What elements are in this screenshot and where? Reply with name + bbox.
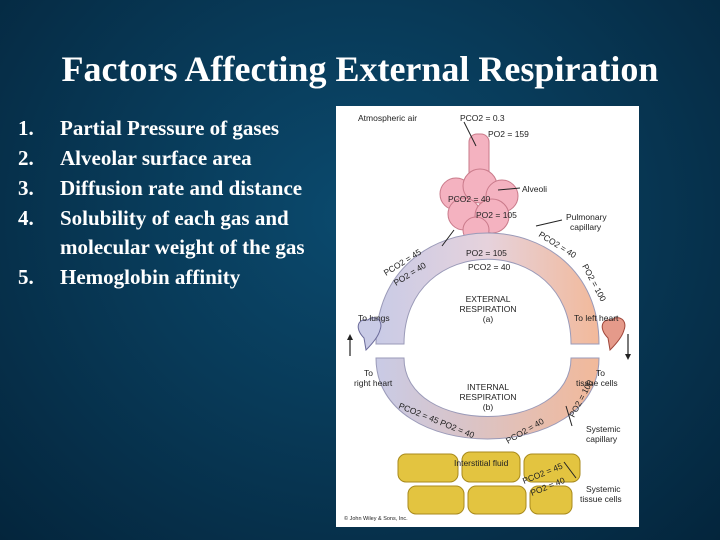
external-label-3: (a) xyxy=(483,314,494,324)
to-right-heart-1: To xyxy=(364,368,373,378)
item-text: Solubility of each gas and molecular wei… xyxy=(60,206,305,259)
left-heart-icon xyxy=(601,317,631,360)
atmospheric-air-label: Atmospheric air xyxy=(358,113,417,123)
list-item: 3. Diffusion rate and distance xyxy=(18,174,328,203)
factor-list: 1. Partial Pressure of gases 2. Alveolar s… xyxy=(18,114,328,293)
copyright-label: © John Wiley & Sons, Inc. xyxy=(344,515,408,522)
systemic-capillary-2: capillary xyxy=(586,434,618,444)
mid-po2-label: PO2 = 105 xyxy=(466,248,507,258)
internal-label-3: (b) xyxy=(483,402,494,412)
item-number: 1. xyxy=(18,116,34,140)
external-label-2: RESPIRATION xyxy=(460,304,517,314)
to-tissue-1: To xyxy=(596,368,605,378)
to-left-heart-label: To left heart xyxy=(574,313,619,323)
internal-label-2: RESPIRATION xyxy=(460,392,517,402)
item-text: Diffusion rate and distance xyxy=(60,176,303,200)
interstitial-label: Interstitial fluid xyxy=(454,458,509,468)
arrow-line xyxy=(563,461,577,479)
alv-po2-label: PO2 = 105 xyxy=(476,210,517,220)
respiration-diagram-svg: Atmospheric air PCO2 = 0.3 PO2 = 159 Alv… xyxy=(344,113,631,522)
arrow-line xyxy=(565,405,573,427)
alveoli-label: Alveoli xyxy=(522,184,547,194)
alveoli-cluster xyxy=(439,133,519,244)
respiration-diagram: Atmospheric air PCO2 = 0.3 PO2 = 159 Alv… xyxy=(336,106,639,527)
slide-title: Factors Affecting External Respiration xyxy=(61,49,659,89)
pulmonary-capillary-vessel xyxy=(375,232,600,345)
item-text: Alveolar surface area xyxy=(60,146,252,170)
systemic-tissue-2: tissue cells xyxy=(580,494,622,504)
list-item: 4. Solubility of each gas and molecular w… xyxy=(18,204,328,262)
capillary-label: capillary xyxy=(570,222,602,232)
item-number: 3. xyxy=(18,176,34,200)
list-item: 1. Partial Pressure of gases xyxy=(18,114,328,143)
item-text: Partial Pressure of gases xyxy=(60,116,280,140)
list-item: 5. Hemoglobin affinity xyxy=(18,263,328,292)
to-tissue-2: tissue cells xyxy=(576,378,618,388)
pulmonary-label: Pulmonary xyxy=(566,212,607,222)
atm-po2-label: PO2 = 159 xyxy=(488,129,529,139)
right-heart-icon xyxy=(347,317,382,356)
atm-pco2-label: PCO2 = 0.3 xyxy=(460,113,505,123)
arrow-line xyxy=(463,121,477,147)
to-right-heart-2: right heart xyxy=(354,378,393,388)
systemic-capillary-vessel xyxy=(375,357,600,440)
external-label-1: EXTERNAL xyxy=(466,294,511,304)
arrow-line xyxy=(535,219,563,227)
item-number: 4. xyxy=(18,206,34,230)
mid-pco2-label: PCO2 = 40 xyxy=(468,262,511,272)
arrow-line xyxy=(497,187,521,191)
tissue-cells xyxy=(397,451,581,515)
item-text: Hemoglobin affinity xyxy=(60,265,241,289)
systemic-capillary-1: Systemic xyxy=(586,424,621,434)
item-number: 5. xyxy=(18,265,34,289)
item-number: 2. xyxy=(18,146,34,170)
list-item: 2. Alveolar surface area xyxy=(18,144,328,173)
to-lungs-label: To lungs xyxy=(358,313,390,323)
arrow-line xyxy=(441,229,455,247)
systemic-tissue-1: Systemic xyxy=(586,484,621,494)
internal-label-1: INTERNAL xyxy=(467,382,509,392)
alv-pco2-label: PCO2 = 40 xyxy=(448,194,491,204)
